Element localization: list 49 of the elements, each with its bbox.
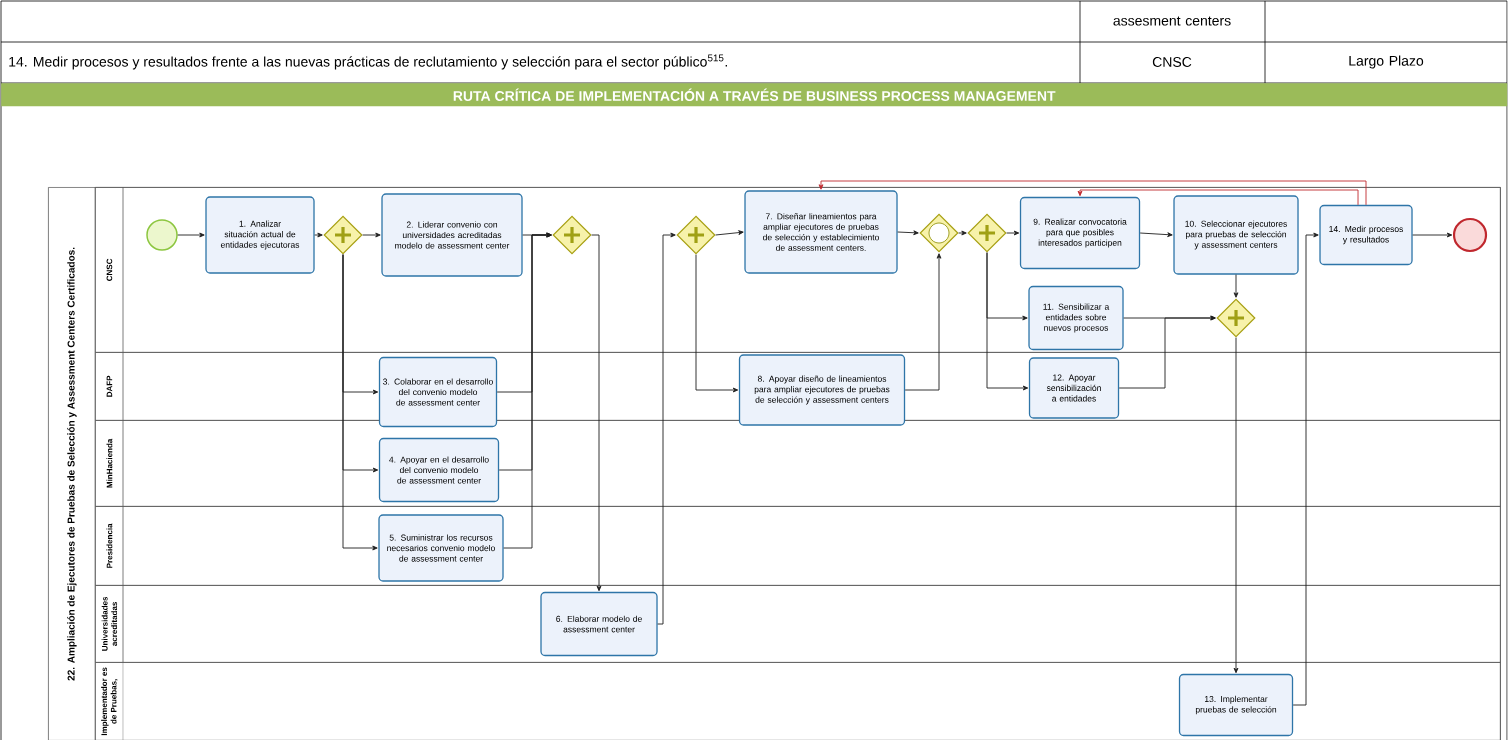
task-box: 6. Elaborar modelo de assessment center	[540, 591, 658, 657]
arrow	[657, 232, 676, 625]
start-event-circle	[146, 219, 178, 251]
arrow	[1292, 232, 1319, 706]
arrow	[503, 232, 552, 549]
arrow	[904, 253, 942, 391]
arrow	[897, 230, 919, 236]
task-box: 9. Realizar convocatoria para que posibles interesados participen	[1019, 196, 1141, 270]
cell-text: CNSC	[1152, 57, 1192, 67]
title-band: RUTA CRÍTICA DE IMPLEMENTACIÓN A TRAVÉS DE BUSINESS PROCESS MANAGEMENT	[1, 83, 1508, 107]
gateway-diamond	[552, 215, 592, 255]
arrow	[958, 230, 967, 236]
arrow	[1233, 274, 1239, 298]
arrow	[362, 232, 381, 238]
gateway-diamond	[323, 215, 363, 255]
arrow	[986, 252, 1029, 391]
arrow	[177, 232, 205, 238]
task-box: 7. Diseñar lineamientos para ampliar ejecutores de pruebas de selección y establecimiento de assessment centers.	[744, 190, 898, 274]
arrow	[1412, 232, 1453, 238]
arrow	[715, 230, 744, 236]
arrow	[1118, 315, 1216, 389]
arrow	[314, 232, 323, 238]
task-box: 10. Seleccionar ejecutores para pruebas de selección y assessment centers	[1173, 195, 1299, 275]
gateway-diamond	[919, 213, 959, 253]
arrow	[695, 254, 739, 393]
task-box: 1. Analizar situación actual de entidades ejecutoras	[205, 196, 315, 274]
task-box: 12. Apoyar sensibilización a entidades	[1028, 357, 1120, 419]
task-box: 5. Suministrar los recursos necesarios convenio modelo de assessment center	[378, 514, 504, 582]
cell-text: 14. Medir procesos y resultados frente a las nuevas prácticas de reclutamiento y selección para el sector público$^{515}$.	[9, 54, 727, 70]
task-box: 2. Liderar convenio con universidades acreditadas modelo de assessment center	[381, 193, 523, 277]
arrow	[1006, 230, 1020, 236]
task-box: 14. Medir procesos y resultados	[1319, 204, 1413, 266]
end-event-circle	[1452, 217, 1488, 253]
task-box: 11. Sensibilizar a entidades sobre nuevos procesos	[1028, 285, 1124, 351]
gateway-diamond	[967, 213, 1007, 253]
task-box: 8. Apoyar diseño de lineamientos para ampliar ejecutores de pruebas de selección y assessment centers	[738, 354, 906, 426]
task-box: 3. Colaborar en el desarrollo del convenio modelo de assessment center	[378, 356, 498, 428]
task-box: 13. Implementar pruebas de selección	[1178, 673, 1294, 737]
arrow	[342, 254, 378, 551]
arrow	[591, 234, 602, 592]
gateway-diamond	[1216, 298, 1256, 338]
arrow	[818, 180, 1367, 206]
cell-text: Largo Plazo	[1349, 55, 1424, 69]
arrow	[1233, 337, 1239, 674]
task-box: 4. Apoyar en el desarrollo del convenio modelo de assessment center	[378, 437, 500, 503]
arrow	[1077, 189, 1359, 206]
gateway-diamond	[676, 215, 716, 255]
cell-text: assesment centers	[1113, 16, 1231, 26]
arrow	[1139, 232, 1173, 238]
